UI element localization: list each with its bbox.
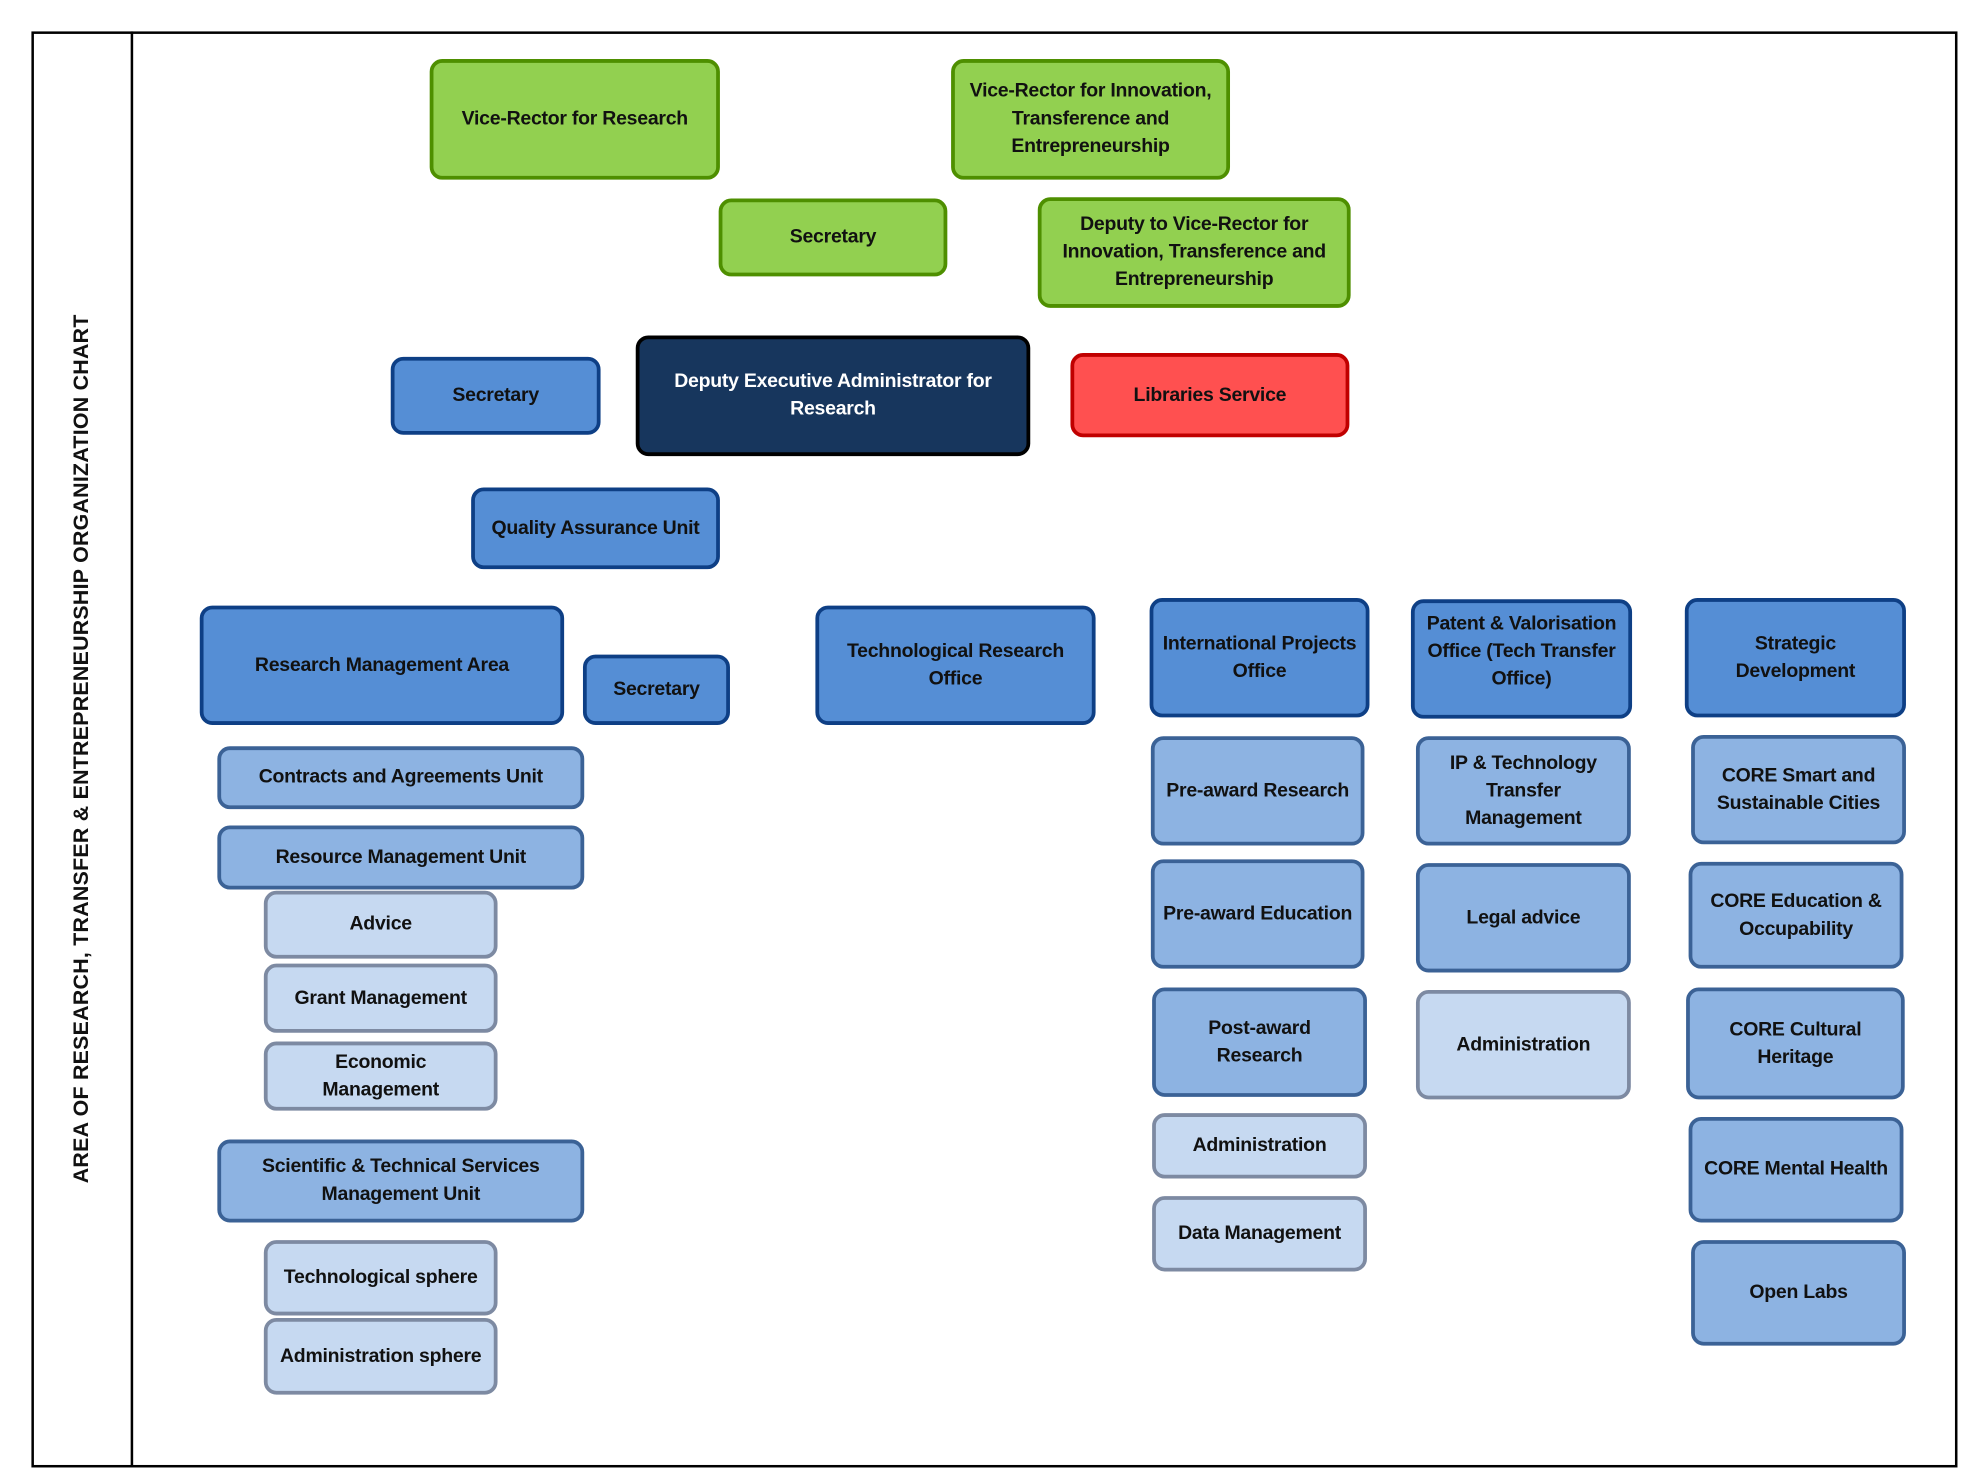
box-administration-ipo: Administration — [1152, 1113, 1367, 1179]
box-pre-award-education: Pre-award Education — [1150, 859, 1365, 969]
box-libraries-service: Libraries Service — [1070, 353, 1350, 438]
box-core-smart-cities: CORE Smart and Sustainable Cities — [1691, 734, 1906, 845]
title-divider — [130, 31, 134, 1467]
box-scientific-technical-services: Scientific & Technical Services Manageme… — [217, 1139, 585, 1223]
box-grant-management: Grant Management — [263, 963, 498, 1033]
box-resource-management: Resource Management Unit — [217, 825, 585, 890]
box-international-projects-office: International Projects Office — [1149, 598, 1370, 718]
box-secretary-vice-rector: Secretary — [718, 198, 948, 277]
box-patent-valorisation-office: Patent & Valorisation Office (Tech Trans… — [1410, 599, 1633, 719]
chart-title: AREA OF RESEARCH, TRANSFER & ENTREPRENEU… — [69, 314, 93, 1184]
box-administration-sphere: Administration sphere — [263, 1317, 498, 1395]
box-deputy-executive-administrator: Deputy Executive Administrator for Resea… — [635, 335, 1031, 457]
box-contracts-agreements: Contracts and Agreements Unit — [217, 746, 585, 810]
box-core-mental-health: CORE Mental Health — [1688, 1116, 1904, 1223]
box-secretary-deputy: Secretary — [390, 356, 601, 435]
box-ip-technology-transfer: IP & Technology Transfer Management — [1415, 736, 1631, 846]
box-core-education: CORE Education & Occupability — [1688, 861, 1904, 969]
box-technological-sphere: Technological sphere — [263, 1240, 498, 1316]
box-vice-rector-research: Vice-Rector for Research — [429, 59, 720, 180]
box-post-award-research: Post-award Research — [1152, 987, 1367, 1097]
box-research-management-area: Research Management Area — [199, 605, 565, 725]
box-core-cultural-heritage: CORE Cultural Heritage — [1686, 987, 1905, 1100]
chart-frame — [31, 31, 1958, 1468]
box-advice: Advice — [263, 890, 498, 959]
box-legal-advice: Legal advice — [1415, 863, 1631, 973]
box-open-labs: Open Labs — [1691, 1240, 1906, 1346]
box-strategic-development: Strategic Development — [1684, 598, 1906, 718]
box-pre-award-research: Pre-award Research — [1150, 736, 1365, 846]
box-administration-tto: Administration — [1415, 990, 1631, 1100]
box-economic-management: Economic Management — [263, 1041, 498, 1111]
box-deputy-vice-rector: Deputy to Vice-Rector for Innovation, Tr… — [1037, 197, 1351, 308]
box-vice-rector-innovation: Vice-Rector for Innovation, Transference… — [951, 59, 1231, 180]
box-data-management: Data Management — [1152, 1196, 1367, 1272]
box-quality-assurance: Quality Assurance Unit — [471, 487, 720, 570]
box-secretary-rma: Secretary — [582, 654, 730, 725]
box-technological-research-office: Technological Research Office — [815, 605, 1096, 725]
